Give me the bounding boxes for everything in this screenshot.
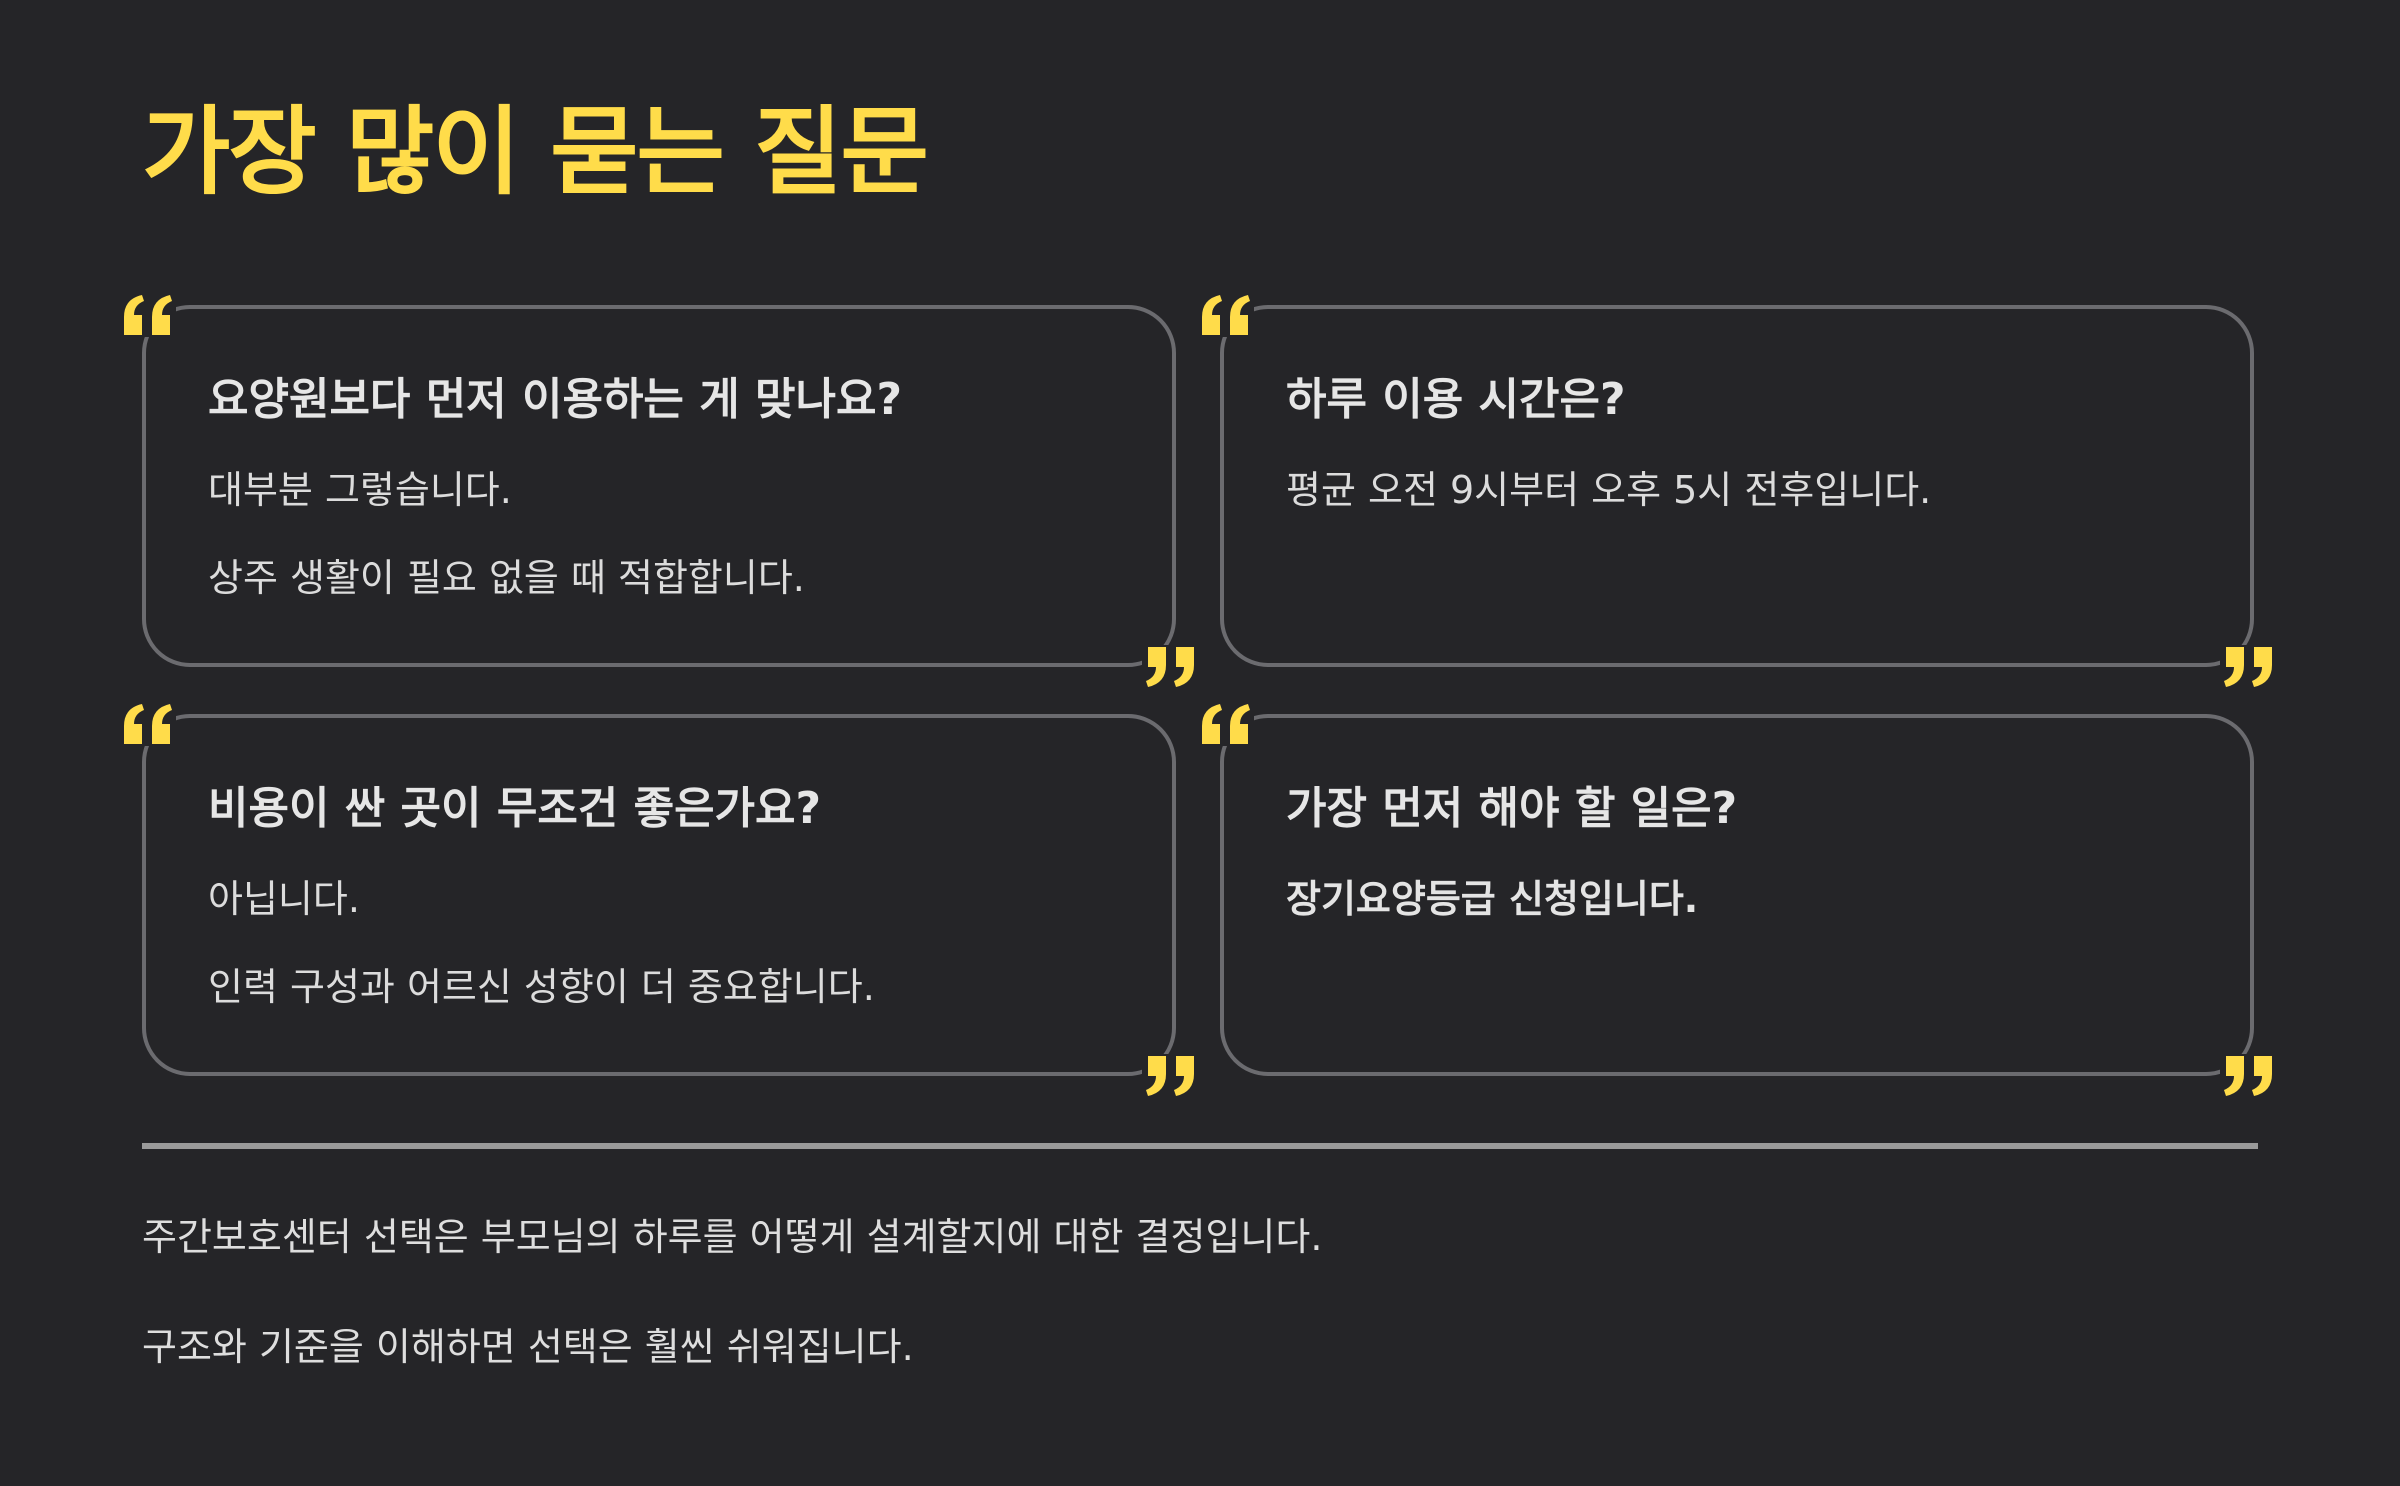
close-quote-icon [2220,645,2276,689]
faq-answer-line: 상주 생활이 필요 없을 때 적합합니다. [208,556,805,600]
faq-card-1: 요양원보다 먼저 이용하는 게 맞나요? 대부분 그렇습니다. 상주 생활이 필… [120,293,1198,689]
close-quote-icon [1142,645,1198,689]
close-quote-icon [2220,1054,2276,1098]
faq-answer-line: 아닙니다. [208,877,360,921]
page-title: 가장 많이 묻는 질문 [142,96,929,208]
open-quote-icon [1198,293,1254,337]
faq-answer-line: 대부분 그렇습니다. [208,468,512,512]
faq-answer-line: 인력 구성과 어르신 성향이 더 중요합니다. [208,965,875,1009]
divider [142,1143,2258,1149]
faq-question: 하루 이용 시간은? [1286,374,1626,425]
faq-question: 요양원보다 먼저 이용하는 게 맞나요? [208,374,902,425]
open-quote-icon [120,293,176,337]
faq-card-2: 하루 이용 시간은? 평균 오전 9시부터 오후 5시 전후입니다. [1198,293,2276,689]
close-quote-icon [1142,1054,1198,1098]
faq-question: 가장 먼저 해야 할 일은? [1286,783,1738,834]
faq-question: 비용이 싼 곳이 무조건 좋은가요? [208,783,822,834]
faq-answer-line: 장기요양등급 신청입니다. [1286,877,1699,921]
faq-answer-line: 평균 오전 9시부터 오후 5시 전후입니다. [1286,468,1932,512]
faq-card-3: 비용이 싼 곳이 무조건 좋은가요? 아닙니다. 인력 구성과 어르신 성향이 … [120,702,1198,1098]
open-quote-icon [1198,702,1254,746]
footer-text: 주간보호센터 선택은 부모님의 하루를 어떻게 설계할지에 대한 결정입니다. [142,1215,1323,1259]
faq-card-4: 가장 먼저 해야 할 일은? 장기요양등급 신청입니다. [1198,702,2276,1098]
footer-text: 구조와 기준을 이해하면 선택은 훨씬 쉬워집니다. [142,1325,914,1369]
open-quote-icon [120,702,176,746]
